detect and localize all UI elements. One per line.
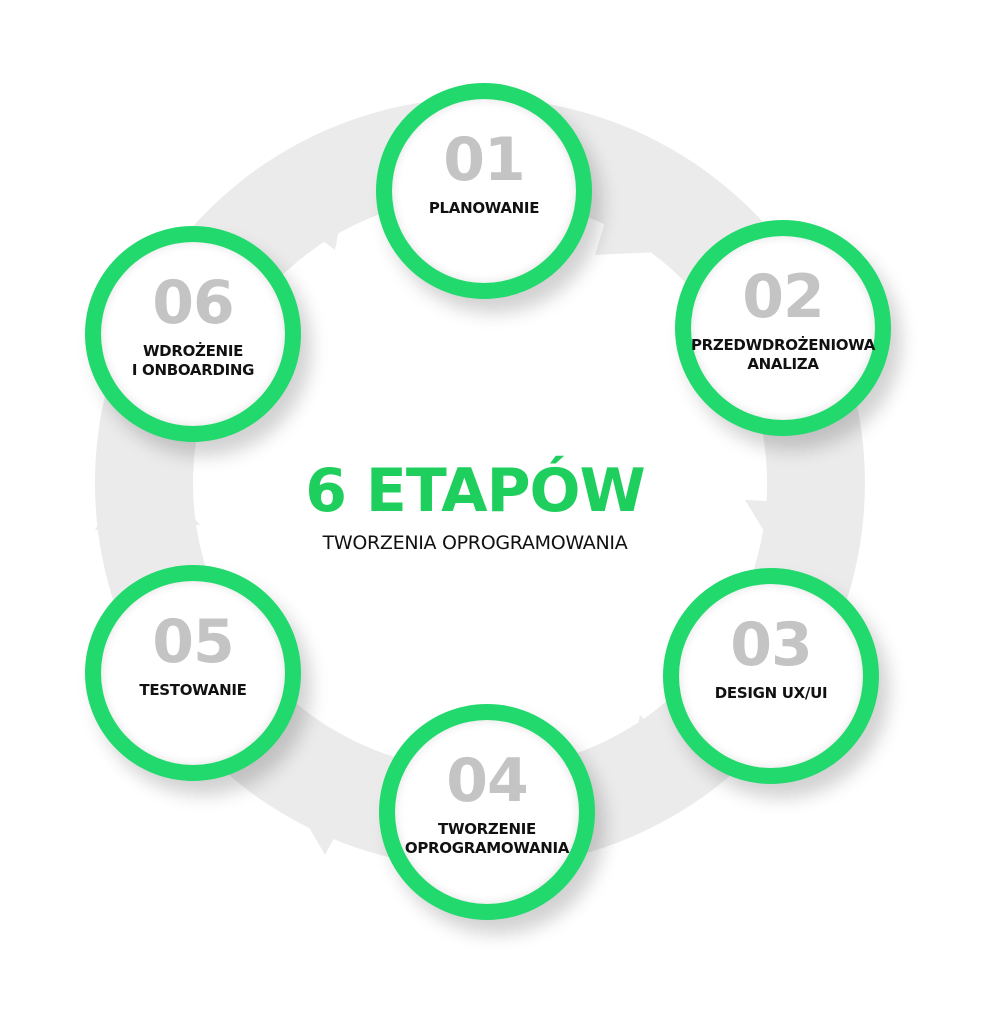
stage-02-inner: 02 PRZEDWDROŻENIOWA ANALIZA [691, 236, 875, 420]
stage-01-inner: 01 PLANOWANIE [392, 99, 576, 283]
arrowhead-6 [250, 145, 355, 250]
stage-03: 03 DESIGN UX/UI [663, 568, 879, 784]
stage-02: 02 PRZEDWDROŻENIOWA ANALIZA [675, 220, 891, 436]
diagram-subtitle: TWORZENIA OPROGRAMOWANIA [322, 532, 628, 554]
stage-02-label: PRZEDWDROŻENIOWA ANALIZA [690, 336, 876, 373]
stage-06-inner: 06 WDROŻENIE I ONBOARDING [101, 242, 285, 426]
stage-04: 04 TWORZENIE OPROGRAMOWANIA [379, 704, 595, 920]
arrowhead-1 [595, 140, 700, 255]
stage-01-label: PLANOWANIE [428, 199, 540, 217]
diagram-title: 6 ETAPÓW [305, 456, 646, 526]
stage-06-label: WDROŻENIE I ONBOARDING [131, 342, 255, 379]
stage-06: 06 WDROŻENIE I ONBOARDING [85, 226, 301, 442]
stage-04-number: 04 [446, 746, 528, 816]
stage-02-number: 02 [742, 262, 824, 332]
stage-05-inner: 05 TESTOWANIE [101, 581, 285, 765]
arrowhead-3 [620, 715, 700, 805]
stage-05-number: 05 [152, 607, 234, 677]
stage-03-label: DESIGN UX/UI [714, 684, 828, 702]
stage-03-number: 03 [730, 610, 812, 680]
stage-05: 05 TESTOWANIE [85, 565, 301, 781]
arrowhead-4 [270, 760, 375, 855]
arrowhead-5 [95, 455, 200, 530]
stage-04-inner: 04 TWORZENIE OPROGRAMOWANIA [395, 720, 579, 904]
stage-03-inner: 03 DESIGN UX/UI [679, 584, 863, 768]
stage-04-label: TWORZENIE OPROGRAMOWANIA [404, 820, 570, 857]
stage-05-label: TESTOWANIE [139, 681, 247, 699]
stage-01-number: 01 [443, 125, 525, 195]
stage-06-number: 06 [152, 268, 234, 338]
arrowhead-2 [745, 500, 855, 590]
stage-01: 01 PLANOWANIE [376, 83, 592, 299]
center-heading: 6 ETAPÓW TWORZENIA OPROGRAMOWANIA [300, 455, 650, 555]
